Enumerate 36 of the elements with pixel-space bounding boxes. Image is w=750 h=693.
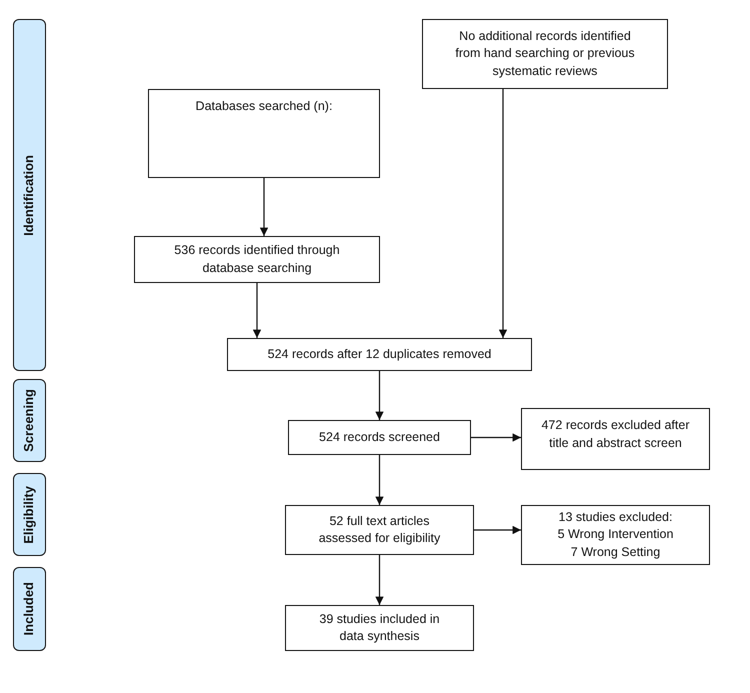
process-box [285, 605, 474, 651]
box-text: 7 Wrong Setting [570, 544, 660, 561]
phase-label-band [13, 19, 46, 371]
arrow [375, 555, 384, 605]
box-text: 472 records excluded after title and abstract screen [540, 417, 690, 452]
box-text: 524 records after 12 duplicates removed [268, 346, 492, 363]
arrow [474, 526, 521, 534]
phase-label-band [13, 567, 46, 651]
process-box [285, 505, 474, 555]
arrow [471, 433, 521, 442]
box-text: 5 Wrong Intervention [558, 526, 674, 544]
process-box [521, 505, 710, 565]
process-box [422, 19, 668, 89]
arrow [375, 371, 384, 420]
process-box [134, 236, 380, 283]
arrow [375, 455, 384, 505]
process-box [148, 89, 380, 178]
process-box [227, 338, 532, 371]
phase-label: Eligibility [20, 486, 38, 544]
phase-label-band [13, 473, 46, 556]
phase-label-band [13, 379, 46, 462]
box-text: 524 records screened [319, 428, 440, 446]
arrow [260, 178, 268, 236]
box-text: No additional records identified from hand searching or previous systematic reviews [454, 28, 636, 80]
box-text: 13 studies excluded: [558, 508, 672, 526]
box-text: Databases searched (n): [196, 98, 332, 115]
process-box [288, 420, 471, 455]
box-text: 52 full text articles assessed for eligibility [318, 512, 442, 547]
arrow [498, 89, 508, 338]
phase-label: Included [20, 582, 38, 636]
phase-label: Identification [20, 154, 38, 236]
phase-label: Screening [20, 389, 38, 452]
box-text: 536 records identified through database searching [173, 242, 341, 277]
box-text: 39 studies included in data synthesis [318, 610, 441, 645]
process-box [521, 408, 710, 470]
arrow [252, 283, 262, 338]
